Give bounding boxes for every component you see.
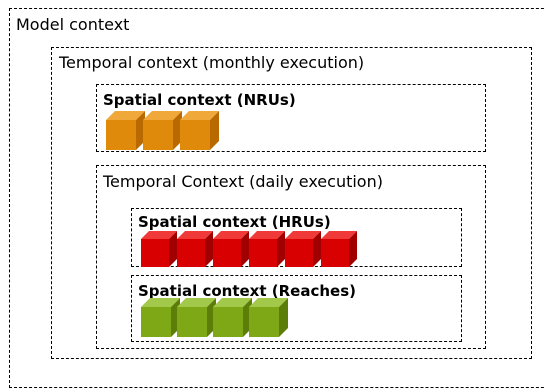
- temporal-monthly-label: Temporal context (monthly execution): [59, 53, 365, 72]
- temporal-daily-label: Temporal Context (daily execution): [103, 172, 383, 191]
- spatial_reaches-cube-icon: [141, 298, 180, 337]
- spatial_hrus-cube-icon: [177, 231, 213, 267]
- temporal-daily-box: [96, 165, 486, 349]
- spatial-hrus-label: Spatial context (HRUs): [138, 213, 331, 231]
- spatial-reaches-box: [131, 275, 462, 342]
- temporal-monthly-box: [51, 47, 532, 359]
- spatial_reaches-cube-icon: [213, 298, 252, 337]
- spatial-nrus-box: [96, 84, 486, 152]
- spatial_nrus-cube-icon: [106, 111, 145, 150]
- reaches-cube-row: [141, 298, 288, 337]
- spatial_hrus-cube-icon: [321, 231, 357, 267]
- spatial_hrus-cube-icon: [213, 231, 249, 267]
- spatial_reaches-cube-icon: [249, 298, 288, 337]
- spatial_reaches-cube-icon: [177, 298, 216, 337]
- spatial_nrus-cube-icon: [143, 111, 182, 150]
- spatial_hrus-cube-icon: [285, 231, 321, 267]
- spatial-nrus-label: Spatial context (NRUs): [103, 91, 296, 109]
- model-context-label: Model context: [16, 15, 130, 34]
- spatial_hrus-cube-icon: [249, 231, 285, 267]
- hrus-cube-row: [141, 231, 357, 267]
- spatial-reaches-label: Spatial context (Reaches): [138, 282, 356, 300]
- nrus-cube-row: [106, 111, 219, 150]
- spatial_nrus-cube-icon: [180, 111, 219, 150]
- spatial_hrus-cube-icon: [141, 231, 177, 267]
